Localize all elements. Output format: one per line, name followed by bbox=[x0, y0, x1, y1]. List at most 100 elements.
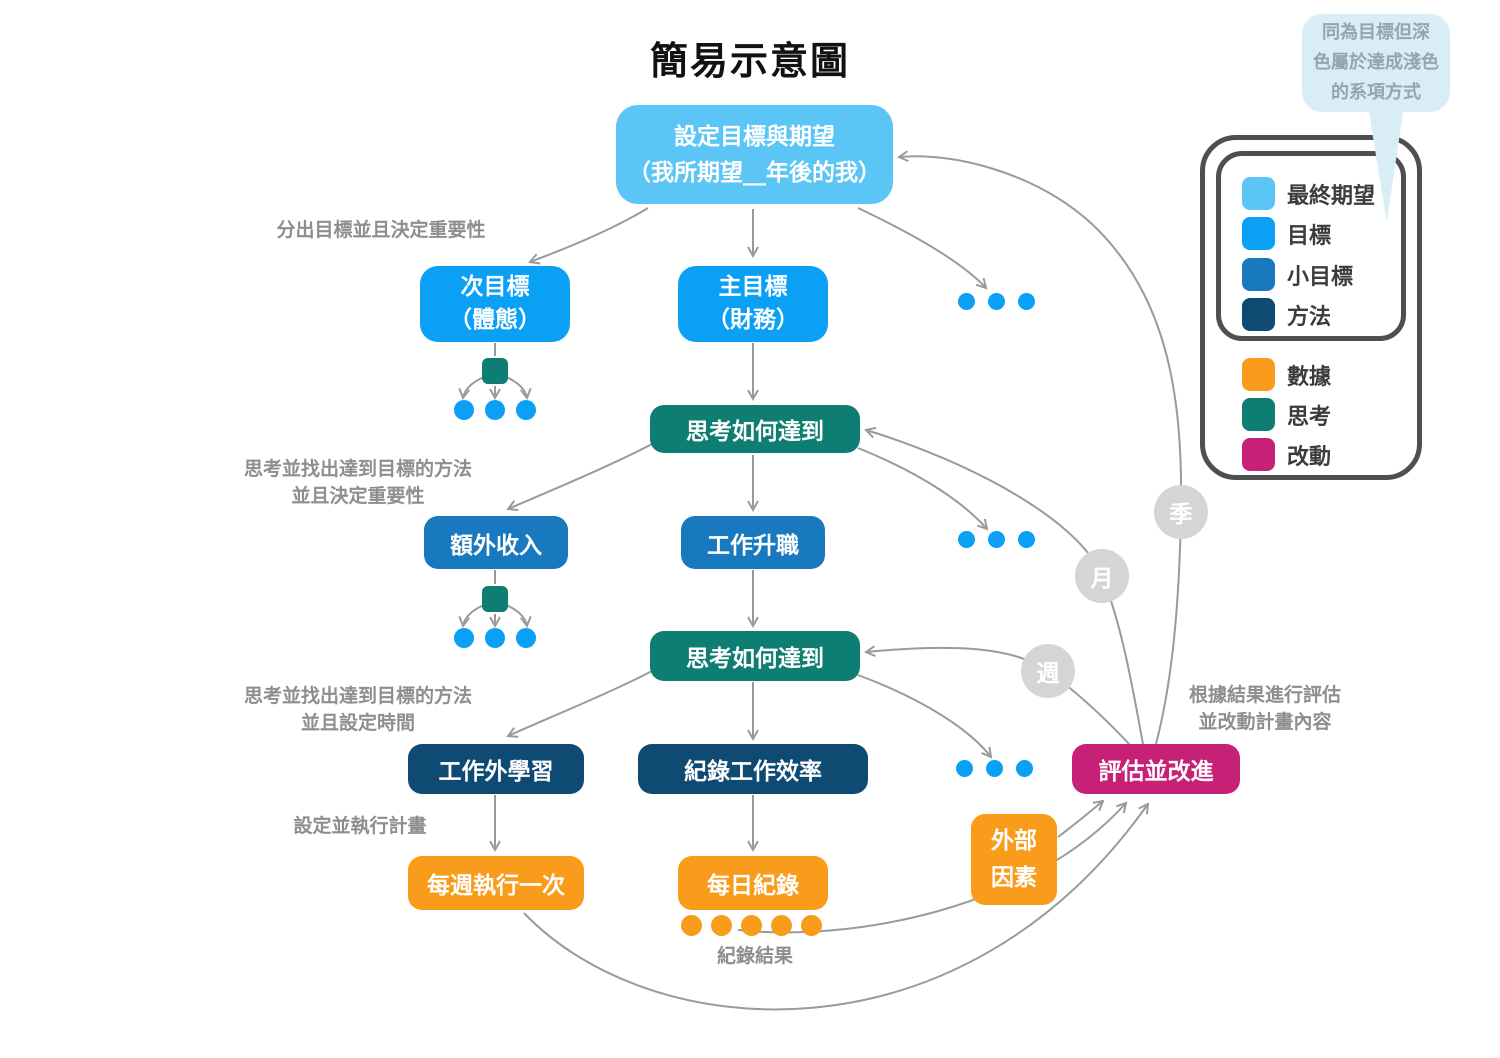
arrow-evaluate-week-to-think2 bbox=[863, 645, 1131, 746]
legend-callout-line2: 色屬於達成淺色 bbox=[1313, 52, 1439, 73]
think-dot bbox=[516, 400, 536, 420]
record-dots-row bbox=[681, 915, 822, 936]
record-dot bbox=[801, 915, 822, 936]
legend-row-method: 方法 bbox=[1242, 298, 1331, 331]
legend: 最終期望 目標 小目標 方法 數據 思考 改動 bbox=[1200, 135, 1422, 480]
node-sub-goal-line2: （體態） bbox=[449, 307, 541, 333]
arrow-square1-left bbox=[458, 376, 485, 401]
node-evaluate-improve: 評估並改進 bbox=[1072, 744, 1240, 794]
legend-swatch-final-wish bbox=[1242, 177, 1275, 210]
node-external-factors-line2: 因素 bbox=[991, 864, 1037, 891]
ellipsis-dot bbox=[956, 760, 973, 777]
arrow-think2-to-dots3 bbox=[857, 674, 993, 759]
page-title: 簡易示意圖 bbox=[649, 39, 850, 83]
node-external-factors: 外部 因素 bbox=[971, 814, 1057, 905]
legend-label-change: 改動 bbox=[1287, 444, 1332, 470]
arrow-square2-right bbox=[505, 604, 532, 629]
node-set-goal-line1: 設定目標與期望 bbox=[674, 123, 835, 150]
record-dot bbox=[771, 915, 792, 936]
arrow-evaluate-quarter-to-top bbox=[896, 150, 1183, 745]
legend-row-final-wish: 最終期望 bbox=[1242, 177, 1375, 210]
node-external-factors-line1: 外部 bbox=[991, 827, 1037, 854]
legend-row-think: 思考 bbox=[1242, 398, 1331, 431]
note-set-execute: 設定並執行計畫 bbox=[293, 815, 427, 837]
legend-swatch-goal bbox=[1242, 217, 1275, 250]
arrow-top-to-subgoal bbox=[528, 207, 649, 265]
ellipsis-dot bbox=[1016, 760, 1033, 777]
node-daily-record: 每日紀錄 bbox=[678, 856, 828, 910]
ellipsis-dot bbox=[988, 293, 1005, 310]
legend-swatch-data bbox=[1242, 358, 1275, 391]
record-dot bbox=[681, 915, 702, 936]
legend-swatch-method bbox=[1242, 298, 1275, 331]
node-extra-income: 額外收入 bbox=[424, 516, 568, 569]
note-find-method-1-line2: 並且決定重要性 bbox=[291, 485, 425, 507]
node-sub-goal-line1: 次目標 bbox=[460, 274, 530, 300]
legend-label-small-goal: 小目標 bbox=[1287, 264, 1354, 290]
legend-swatch-change bbox=[1242, 438, 1275, 471]
think-dot bbox=[454, 628, 474, 648]
arrow-square1-right bbox=[505, 376, 532, 401]
legend-goal-group-frame bbox=[1216, 151, 1406, 341]
think-dots-row-2 bbox=[454, 628, 536, 648]
ellipsis-dot bbox=[958, 293, 975, 310]
node-set-goal-line2: （我所期望__年後的我） bbox=[628, 159, 881, 186]
note-find-method-1-line1: 思考並找出達到目標的方法 bbox=[243, 458, 472, 480]
node-set-goal: 設定目標與期望 （我所期望__年後的我） bbox=[616, 105, 893, 204]
note-evaluate: 根據結果進行評估 並改動計畫內容 bbox=[1135, 682, 1395, 736]
ellipsis-dot bbox=[958, 531, 975, 548]
legend-label-final-wish: 最終期望 bbox=[1287, 183, 1376, 209]
node-main-goal: 主目標 （財務） bbox=[678, 266, 828, 342]
legend-swatch-small-goal bbox=[1242, 258, 1275, 291]
ellipsis-dot bbox=[1018, 293, 1035, 310]
ellipsis-dot bbox=[986, 760, 1003, 777]
arrow-external-to-evaluate bbox=[1057, 799, 1105, 838]
arrow-think1-to-dots2 bbox=[857, 447, 989, 531]
note-split-goals: 分出目標並且決定重要性 bbox=[276, 219, 486, 241]
arrow-weekly-to-evaluate bbox=[523, 802, 1150, 1011]
legend-row-goal: 目標 bbox=[1242, 217, 1331, 250]
node-weekly-execute: 每週執行一次 bbox=[408, 856, 584, 910]
ellipsis-dots-row-2 bbox=[958, 531, 1035, 548]
legend-label-data: 數據 bbox=[1287, 364, 1332, 390]
ellipsis-dot bbox=[988, 531, 1005, 548]
legend-swatch-think bbox=[1242, 398, 1275, 431]
record-dot bbox=[711, 915, 732, 936]
node-main-goal-line1: 主目標 bbox=[718, 274, 788, 300]
note-find-method-2-line2: 並且設定時間 bbox=[300, 712, 415, 734]
record-dot bbox=[741, 915, 762, 936]
think-square-1 bbox=[482, 358, 508, 384]
node-sub-goal: 次目標 （體態） bbox=[420, 266, 570, 342]
note-find-method-1: 思考並找出達到目標的方法 並且決定重要性 bbox=[228, 456, 488, 510]
cycle-week-badge: 週 bbox=[1021, 644, 1075, 698]
think-dot bbox=[485, 628, 505, 648]
note-record-result: 紀錄結果 bbox=[716, 945, 793, 967]
legend-callout-line3: 的系項方式 bbox=[1331, 82, 1421, 103]
legend-callout-bubble: 同為目標但深 色屬於達成淺色 的系項方式 bbox=[1302, 14, 1450, 112]
note-evaluate-line2: 並改動計畫內容 bbox=[1198, 711, 1332, 733]
think-dot bbox=[516, 628, 536, 648]
cycle-month-badge: 月 bbox=[1075, 549, 1129, 603]
legend-row-data: 數據 bbox=[1242, 358, 1331, 391]
legend-row-small-goal: 小目標 bbox=[1242, 258, 1353, 291]
node-main-goal-line2: （財務） bbox=[707, 307, 799, 333]
node-think-1: 思考如何達到 bbox=[650, 405, 860, 453]
note-find-method-2-line1: 思考並找出達到目標的方法 bbox=[243, 685, 472, 707]
think-dots-row-1 bbox=[454, 400, 536, 420]
legend-label-think: 思考 bbox=[1287, 404, 1332, 430]
arrow-think1-to-extra bbox=[506, 443, 653, 512]
note-find-method-2: 思考並找出達到目標的方法 並且設定時間 bbox=[228, 683, 488, 737]
ellipsis-dots-row-1 bbox=[958, 293, 1035, 310]
legend-label-method: 方法 bbox=[1287, 304, 1332, 330]
legend-callout-text: 同為目標但深 色屬於達成淺色 的系項方式 bbox=[1313, 18, 1439, 108]
legend-row-change: 改動 bbox=[1242, 438, 1331, 471]
legend-callout-line1: 同為目標但深 bbox=[1322, 22, 1430, 43]
arrow-top-to-dots1 bbox=[857, 207, 988, 290]
think-dot bbox=[485, 400, 505, 420]
legend-label-goal: 目標 bbox=[1287, 223, 1332, 249]
think-dot bbox=[454, 400, 474, 420]
cycle-quarter-badge: 季 bbox=[1154, 485, 1208, 539]
ellipsis-dot bbox=[1018, 531, 1035, 548]
arrow-think2-to-study bbox=[506, 670, 653, 738]
